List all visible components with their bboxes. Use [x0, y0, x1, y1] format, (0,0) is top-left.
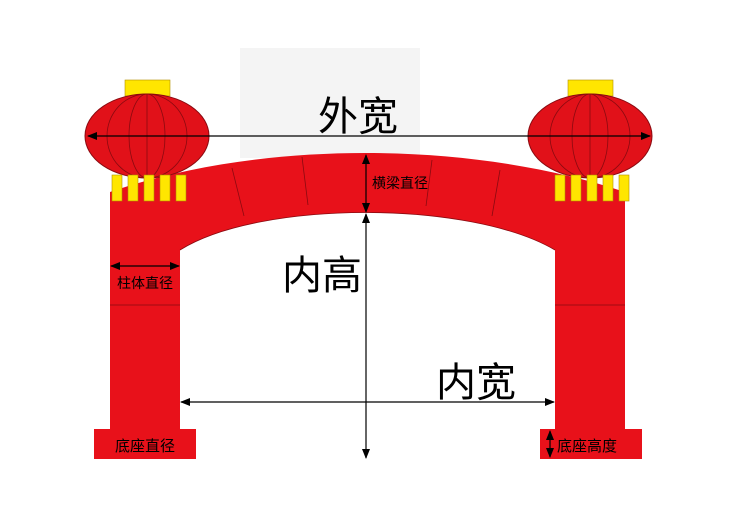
left-base [94, 429, 196, 459]
column-diameter-label: 柱体直径 [117, 275, 173, 292]
right-base [540, 429, 642, 459]
beam-diameter-label: 横梁直径 [372, 175, 428, 192]
inner-height-label: 内高 [282, 253, 362, 299]
dimension-lines [87, 132, 651, 459]
lantern-tassels [111, 174, 187, 202]
inner-width-label: 内宽 [436, 360, 516, 406]
lantern-tassels [554, 174, 630, 202]
base-diameter-label: 底座直径 [115, 437, 175, 455]
outer-width-label: 外宽 [318, 94, 398, 140]
base-height-label: 底座高度 [557, 437, 617, 455]
